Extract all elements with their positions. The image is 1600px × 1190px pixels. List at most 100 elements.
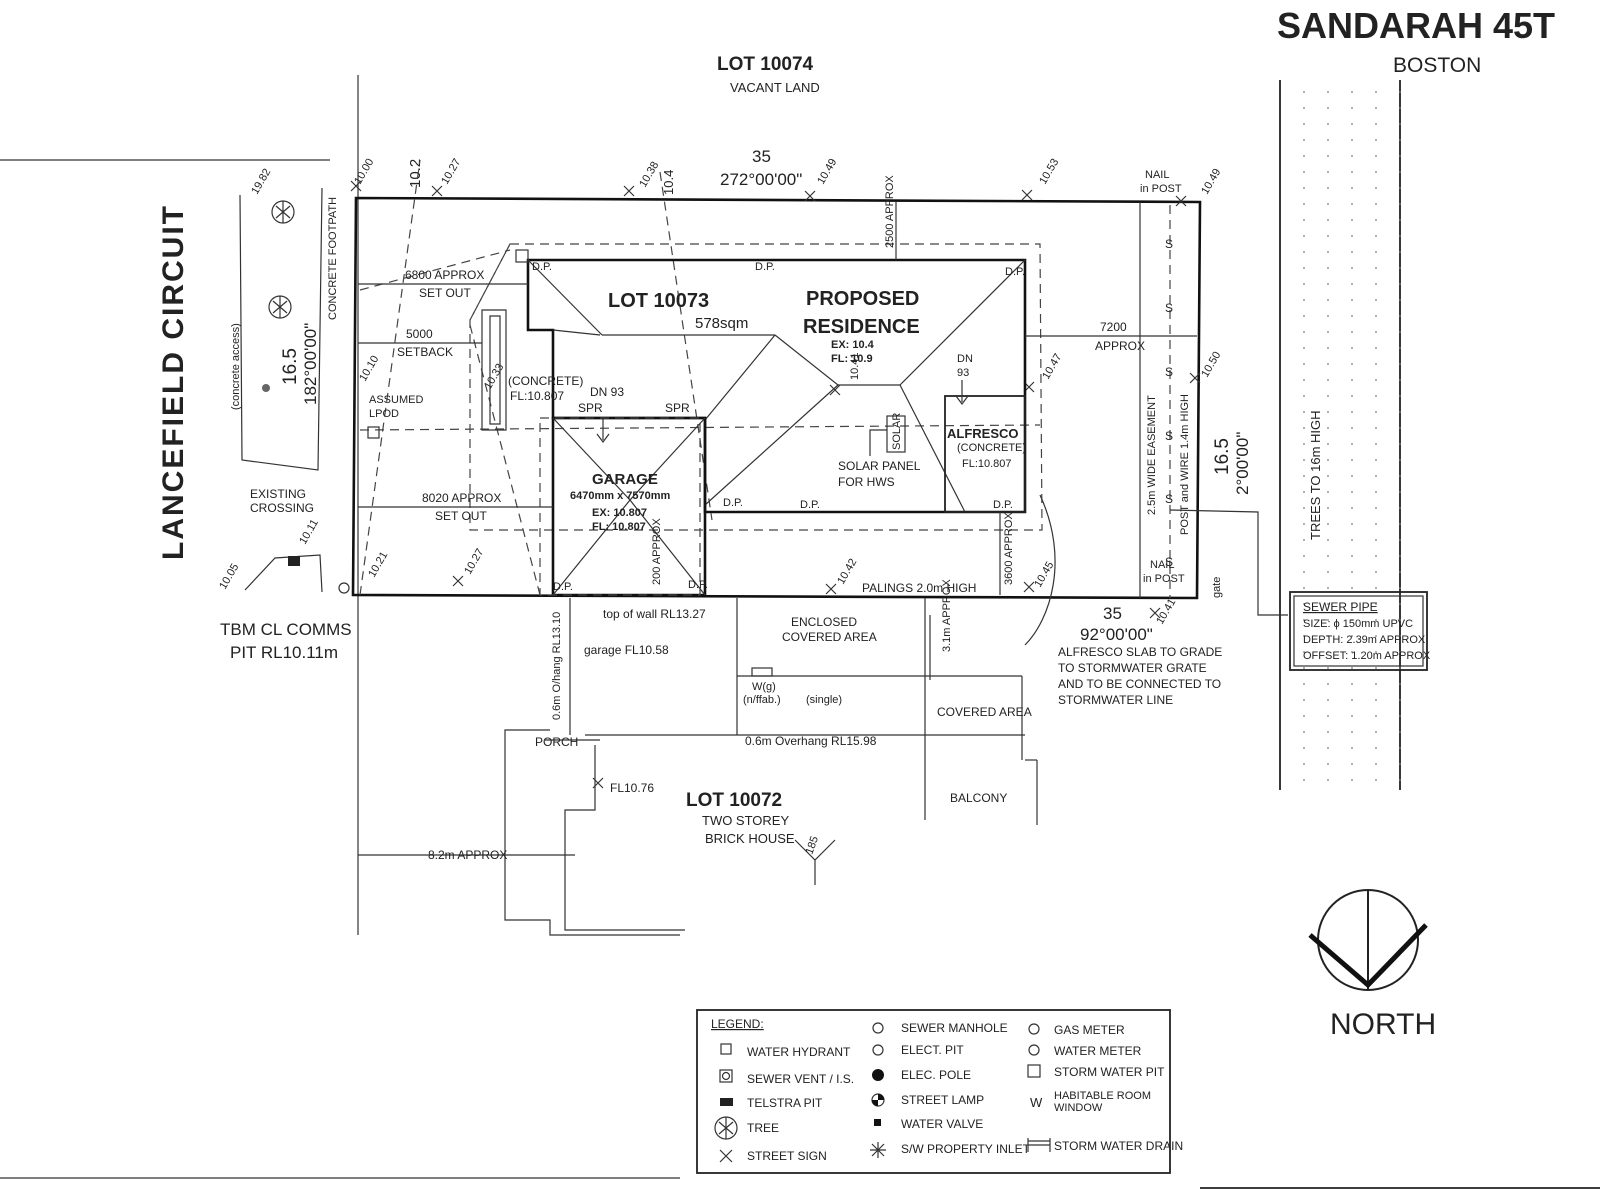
stipple-dot: [1375, 651, 1377, 653]
legend-storm-water-pit: STORM WATER PIT: [1054, 1065, 1165, 1079]
setback-front-bot: 8020 APPROX: [422, 491, 501, 505]
stipple-dot: [1351, 283, 1353, 285]
concrete-access-label: (concrete access): [230, 323, 242, 410]
stipple-dot: [1327, 331, 1329, 333]
stipple-dot: [1303, 107, 1305, 109]
stipple-dot: [1303, 395, 1305, 397]
south-lot-name: LOT 10072: [686, 790, 782, 811]
stipple-dot: [1327, 155, 1329, 157]
stipple-dot: [1399, 107, 1401, 109]
stipple-dot: [1303, 91, 1305, 93]
level-10-42: 10.42: [835, 557, 859, 587]
legend-sewer-vent: SEWER VENT / I.S.: [747, 1072, 854, 1086]
svg-text:S: S: [1165, 365, 1173, 379]
legend-elec-pole: ELEC. POLE: [901, 1068, 971, 1082]
stipple-dot: [1375, 491, 1377, 493]
setback-front-mid: 5000: [406, 327, 433, 341]
stipple-dot: [1351, 395, 1353, 397]
crossing-label-2: CROSSING: [250, 501, 314, 515]
legend-title: LEGEND:: [711, 1017, 764, 1031]
stipple-dot: [1375, 475, 1377, 477]
road-bearing: 182°00'00": [301, 323, 320, 405]
stipple-dot: [1303, 363, 1305, 365]
stipple-dot: [1303, 283, 1305, 285]
stipple-dot: [1303, 747, 1305, 749]
stipple-dot: [1351, 747, 1353, 749]
stipple-dot: [1399, 171, 1401, 173]
stipple-dot: [1303, 315, 1305, 317]
overhang-vertical: 0.6m O/hang RL13.10: [551, 612, 563, 720]
stipple-dot: [1399, 123, 1401, 125]
lot-boundary: [351, 196, 1202, 600]
water-meter-icon: [1028, 1044, 1040, 1056]
residence-ex: EX: 10.4: [831, 339, 875, 351]
stipple-dot: [1303, 331, 1305, 333]
stipple-dot: [1399, 363, 1401, 365]
stipple-dot: [1327, 667, 1329, 669]
window-2: (n/ffab.): [743, 694, 781, 706]
stipple-dot: [1327, 299, 1329, 301]
dp-marker: D.P.: [1005, 266, 1025, 278]
stipple-dot: [1303, 427, 1305, 429]
stipple-dot: [1351, 219, 1353, 221]
spot-level-crosses: [350, 180, 1201, 789]
sewer-line-markers: S S S S S S: [1165, 237, 1173, 569]
window-1: W(g): [752, 681, 776, 693]
stipple-dot: [1303, 603, 1305, 605]
stipple-dot: [1327, 139, 1329, 141]
stipple-dot: [1351, 619, 1353, 621]
legend-elect-pit: ELECT. PIT: [901, 1043, 964, 1057]
stipple-dot: [1375, 635, 1377, 637]
stipple-dot: [1399, 635, 1401, 637]
stipple-dot: [1351, 635, 1353, 637]
neighbour-offset: 8.2m APPROX: [428, 848, 507, 862]
stipple-dot: [1327, 379, 1329, 381]
setback-dimensions: [358, 202, 1197, 595]
legend-water-hydrant: WATER HYDRANT: [747, 1045, 851, 1059]
tree-icon: [271, 200, 295, 224]
stipple-dot: [1399, 603, 1401, 605]
stipple-dot: [1327, 459, 1329, 461]
nail-top-2: in POST: [1140, 183, 1182, 195]
stipple-dot: [1375, 299, 1377, 301]
dp-marker: D.P.: [688, 579, 708, 591]
alfresco-fl: FL:10.807: [962, 458, 1012, 470]
stipple-dot: [1351, 555, 1353, 557]
garage-fl: FL: 10.807: [592, 521, 646, 533]
stipple-dot: [1351, 779, 1353, 781]
porch-fl: FL:10.807: [510, 389, 564, 403]
stipple-dot: [1303, 379, 1305, 381]
stipple-dot: [1375, 395, 1377, 397]
stipple-dot: [1399, 443, 1401, 445]
stipple-dot: [1375, 667, 1377, 669]
stipple-dot: [1375, 587, 1377, 589]
gate-label: gate: [1211, 577, 1223, 598]
telstra-pit-icon: [720, 1098, 733, 1106]
stipple-dot: [1375, 427, 1377, 429]
stipple-dot: [1327, 251, 1329, 253]
stipple-dot: [1399, 731, 1401, 733]
crossing-outline: [244, 554, 323, 593]
stipple-dot: [1351, 347, 1353, 349]
stipple-dot: [1351, 171, 1353, 173]
stipple-dot: [1351, 203, 1353, 205]
stipple-dot: [1351, 379, 1353, 381]
alfresco-dn-value: 93: [957, 367, 969, 379]
easement-label: 2.5m WIDE EASEMENT: [1146, 395, 1158, 515]
stipple-dot: [1375, 731, 1377, 733]
stipple-dot: [1399, 347, 1401, 349]
north-arrow-icon: [1308, 889, 1428, 991]
stipple-dot: [1399, 459, 1401, 461]
stipple-dot: [1303, 683, 1305, 685]
road-width: 16.5: [280, 348, 301, 385]
stipple-dot: [1351, 443, 1353, 445]
dp-marker: D.P.: [800, 499, 820, 511]
stipple-dot: [1399, 715, 1401, 717]
stipple-dot: [1327, 683, 1329, 685]
road-name: LANCEFIELD CIRCUIT: [157, 204, 190, 560]
stipple-dot: [1303, 715, 1305, 717]
stipple-dot: [1399, 203, 1401, 205]
sewer-size: SIZE: ϕ 150mm UPVC: [1303, 618, 1413, 630]
stipple-dot: [1303, 251, 1305, 253]
